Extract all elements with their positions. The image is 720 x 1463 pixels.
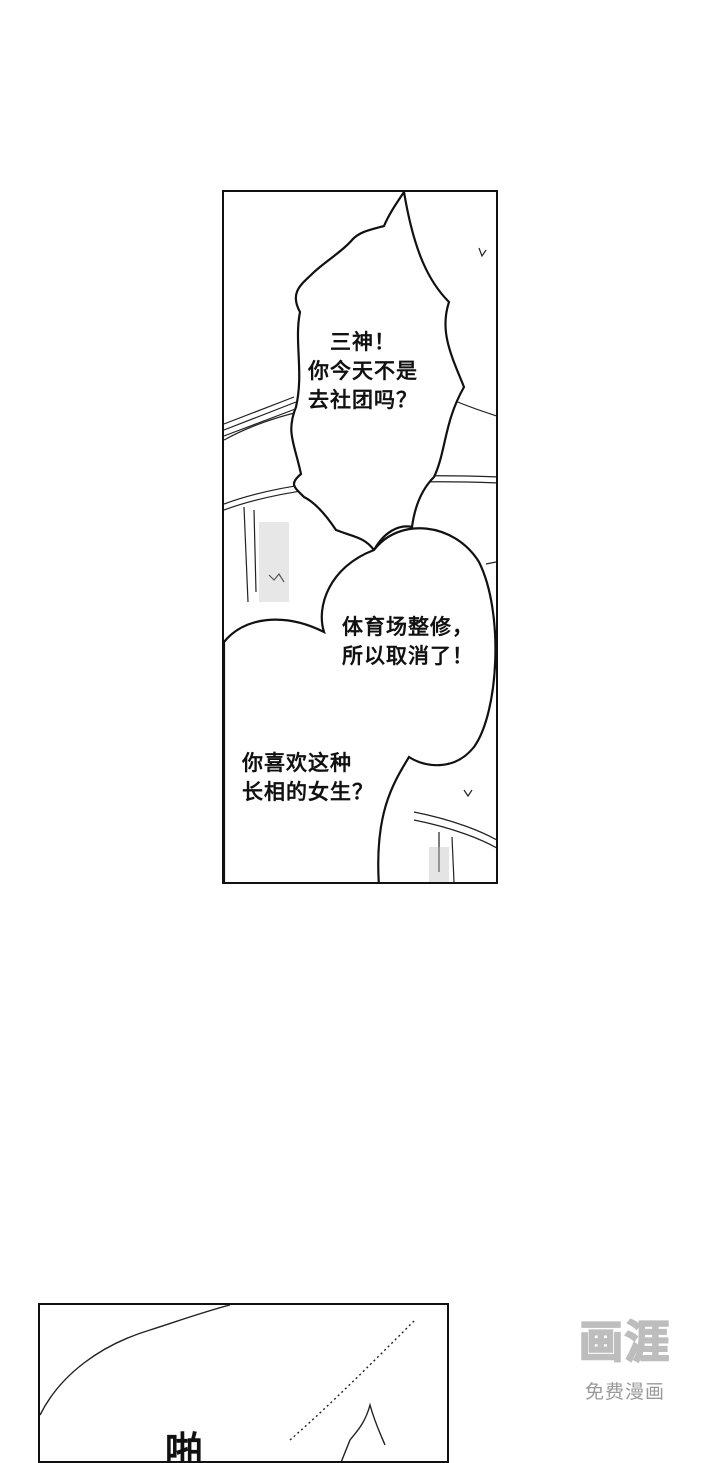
bubble-line: 体育场整修， xyxy=(342,615,474,639)
speech-bubble-middle: 体育场整修， 所以取消了！ xyxy=(342,613,474,671)
comic-panel-1: 三神！ 你今天不是 去社团吗？ 体育场整修， 所以取消了！ 你喜欢这种 长相的女… xyxy=(222,190,498,884)
watermark-logo: 画涯 xyxy=(578,1316,671,1369)
panel-2-artwork xyxy=(40,1305,416,1461)
speech-bubble-top: 三神！ 你今天不是 去社团吗？ xyxy=(308,328,418,415)
speech-bubble-bottom: 你喜欢这种 长相的女生？ xyxy=(242,749,374,807)
bubble-line: 去社团吗？ xyxy=(308,388,418,412)
bubble-line: 你喜欢这种 xyxy=(242,751,352,775)
bubble-line: 长相的女生？ xyxy=(242,780,374,804)
watermark-subtitle: 免费漫画 xyxy=(584,1381,665,1403)
sound-effect: 啪 xyxy=(165,1429,204,1463)
bubble-line: 所以取消了！ xyxy=(342,644,474,668)
panel-1-artwork xyxy=(224,192,496,882)
bubble-line: 你今天不是 xyxy=(308,359,418,383)
watermark: 画涯 免费漫画 xyxy=(560,1315,690,1425)
bubble-line: 三神！ xyxy=(330,330,396,354)
comic-panel-2: 啪 xyxy=(38,1303,449,1463)
